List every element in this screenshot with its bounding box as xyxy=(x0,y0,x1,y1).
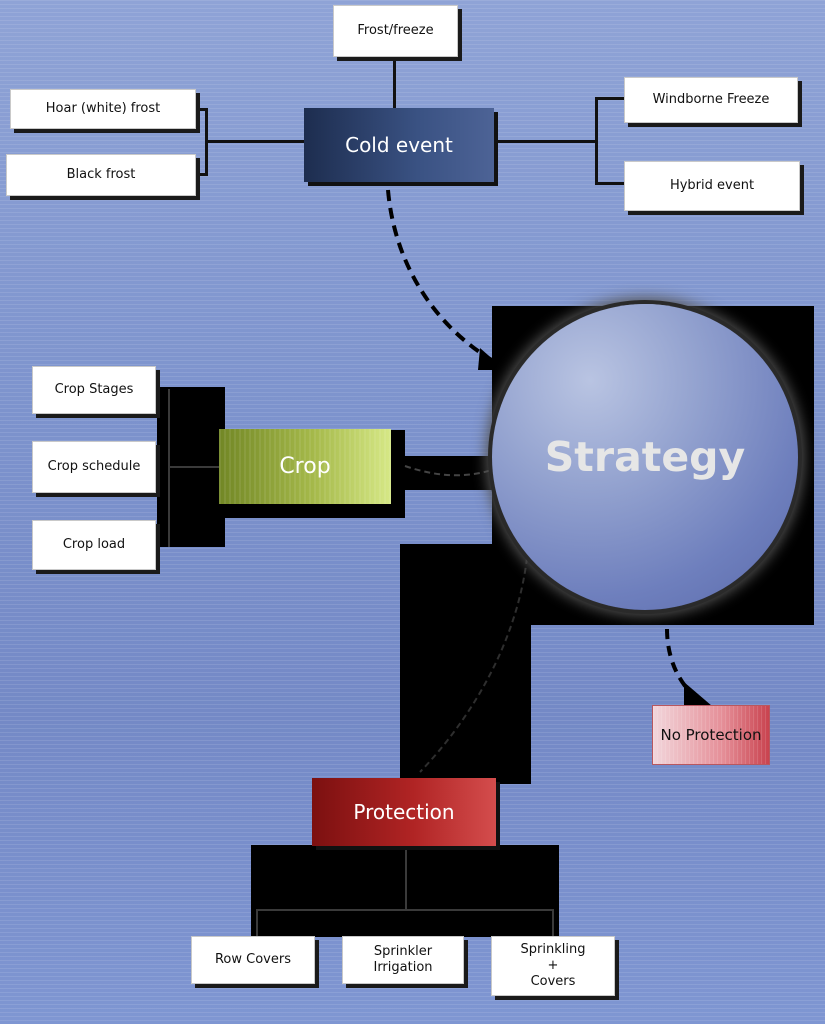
node-sprinkling-covers-line3: Covers xyxy=(530,974,576,989)
node-hybrid-event: Hybrid event xyxy=(624,161,800,211)
node-frost-freeze-label: Frost/freeze xyxy=(357,23,434,38)
node-strategy: Strategy xyxy=(492,304,798,610)
node-cold-event: Cold event xyxy=(304,108,494,182)
node-protection-label: Protection xyxy=(353,800,455,824)
arrow-strategy-to-protection xyxy=(419,547,529,773)
node-crop-load-label: Crop load xyxy=(62,537,126,552)
connector-right-horizontal xyxy=(494,140,596,143)
node-black-frost: Black frost xyxy=(6,154,196,196)
node-hoar-frost: Hoar (white) frost xyxy=(10,89,196,129)
connector-black xyxy=(196,173,208,176)
node-crop-label: Crop xyxy=(279,454,331,479)
connector-left-horizontal xyxy=(205,140,304,143)
crop-connector-vertical xyxy=(168,389,170,547)
connector-windborne xyxy=(595,97,625,100)
node-no-protection: No Protection xyxy=(652,705,770,765)
node-windborne-freeze-label: Windborne Freeze xyxy=(652,92,770,107)
connector-backdrop-vertical xyxy=(400,544,531,784)
node-crop-stages-label: Crop Stages xyxy=(54,382,134,397)
arrow-crop-to-strategy xyxy=(404,465,499,477)
node-strategy-label: Strategy xyxy=(544,433,746,481)
node-no-protection-label: No Protection xyxy=(660,726,762,744)
protection-connector-left xyxy=(256,909,258,936)
node-crop-load: Crop load xyxy=(32,520,156,570)
node-row-covers: Row Covers xyxy=(191,936,315,984)
connector-left-vertical xyxy=(205,108,208,175)
crop-connector-mid xyxy=(168,466,220,468)
node-cold-event-label: Cold event xyxy=(345,133,453,157)
node-sprinkler-irrigation-line2: Irrigation xyxy=(373,960,433,975)
node-hybrid-event-label: Hybrid event xyxy=(669,178,755,193)
arrowhead-cold-strategy xyxy=(478,348,505,370)
node-hoar-frost-label: Hoar (white) frost xyxy=(45,101,161,116)
node-sprinkler-irrigation-line1: Sprinkler xyxy=(373,944,433,959)
arrow-strategy-to-noprot xyxy=(665,611,692,694)
node-sprinkling-covers-line2: + xyxy=(547,958,559,973)
node-crop-stages: Crop Stages xyxy=(32,366,156,414)
node-crop-schedule-label: Crop schedule xyxy=(47,459,141,474)
arrow-cold-to-strategy xyxy=(386,189,497,364)
protection-connector-right xyxy=(552,909,554,936)
connector-frost-cold xyxy=(393,58,396,108)
node-sprinkling-covers-line1: Sprinkling xyxy=(520,942,586,957)
connector-hoar xyxy=(196,108,208,111)
node-windborne-freeze: Windborne Freeze xyxy=(624,77,798,123)
protection-connector-trunk xyxy=(405,846,407,910)
protection-connector-bar xyxy=(256,909,554,911)
node-crop: Crop xyxy=(219,429,391,504)
node-black-frost-label: Black frost xyxy=(66,167,136,182)
node-frost-freeze: Frost/freeze xyxy=(333,5,458,57)
node-sprinkler-irrigation: Sprinkler Irrigation xyxy=(342,936,464,984)
connector-hybrid xyxy=(595,182,625,185)
node-protection: Protection xyxy=(312,778,496,846)
node-sprinkling-covers: Sprinkling + Covers xyxy=(491,936,615,996)
connector-right-vertical xyxy=(595,97,598,185)
crop-strategy-link xyxy=(391,456,501,490)
arrowhead-noprot xyxy=(684,682,712,706)
node-row-covers-label: Row Covers xyxy=(214,952,291,967)
node-crop-schedule: Crop schedule xyxy=(32,441,156,493)
